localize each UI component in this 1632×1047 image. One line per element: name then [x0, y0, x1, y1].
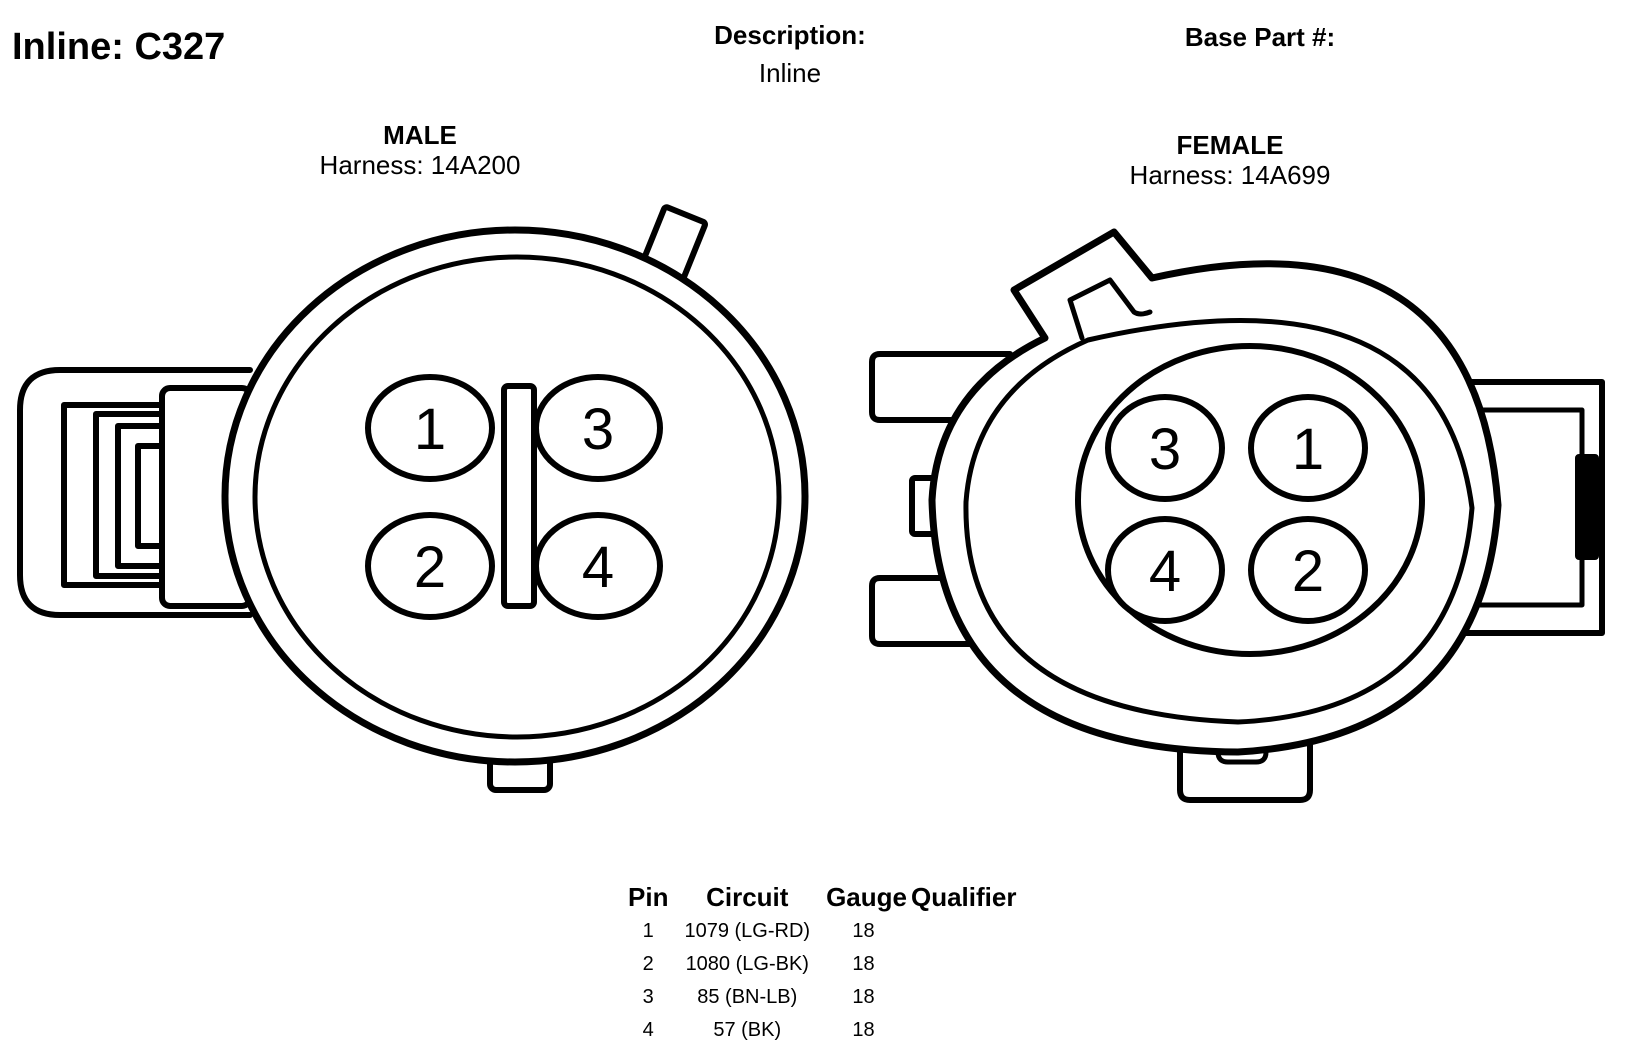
table-row: 2 1080 (LG-BK) 18 [620, 948, 1024, 981]
male-pin-1-number: 1 [414, 397, 446, 462]
male-connector [17, 204, 809, 793]
female-pin-4-number: 4 [1149, 539, 1181, 604]
base-part-label: Base Part #: [1184, 22, 1336, 52]
female-connector [869, 228, 1605, 803]
table-row: 1 1079 (LG-RD) 18 [620, 915, 1024, 948]
female-pin-2-number: 2 [1292, 539, 1324, 604]
gauge-cell: 18 [852, 920, 875, 942]
male-pin-4-number: 4 [582, 535, 614, 600]
qualifier-cell [909, 915, 1024, 948]
male-pin-3-number: 3 [582, 397, 614, 462]
table-row: 4 57 (BK) 18 [620, 1014, 1024, 1047]
qualifier-cell [909, 948, 1024, 981]
female-right-lock-bar [1575, 454, 1599, 560]
male-label: MALE [383, 120, 457, 150]
male-pin-2-number: 2 [414, 535, 446, 600]
female-pin-4-cavity [1105, 516, 1225, 624]
pin-table: Pin Circuit Gauge Qualifier 1 1079 (LG-R… [620, 882, 1024, 1047]
male-pin-4-cavity [533, 512, 663, 620]
circuit-cell: 85 (BN-LB) [697, 986, 798, 1008]
gauge-cell: 18 [852, 1019, 875, 1041]
circuit-cell: 57 (BK) [713, 1019, 782, 1041]
description-label: Description: [714, 20, 866, 50]
gauge-header: Gauge [826, 882, 907, 912]
male-center-divider [501, 383, 537, 609]
female-top-tab [1067, 277, 1153, 341]
circuit-cell: 1079 (LG-RD) [684, 920, 811, 942]
female-pin-1-number: 1 [1292, 417, 1324, 482]
pin-header: Pin [628, 882, 669, 912]
female-pin-3-number: 3 [1149, 417, 1181, 482]
female-label: FEMALE [1176, 130, 1284, 160]
circuit-cell: 1080 (LG-BK) [685, 953, 809, 975]
qualifier-cell [909, 1014, 1024, 1047]
gauge-cell: 18 [852, 986, 875, 1008]
female-pin-3-cavity [1105, 394, 1225, 502]
pin-table-header: Pin Circuit Gauge Qualifier [620, 882, 1024, 915]
male-pin-2-cavity [365, 512, 495, 620]
description-value: Inline [758, 58, 822, 88]
male-pin-3-cavity [533, 374, 663, 482]
circuit-header: Circuit [706, 882, 789, 912]
male-harness: Harness: 14A200 [319, 150, 521, 180]
page-title: Inline: C327 [12, 26, 226, 68]
table-row: 3 85 (BN-LB) 18 [620, 981, 1024, 1014]
pin-cell: 1 [642, 920, 654, 942]
gauge-cell: 18 [852, 953, 875, 975]
male-pin-1-cavity [365, 374, 495, 482]
female-pin-1-cavity [1248, 394, 1368, 502]
female-pin-2-cavity [1248, 516, 1368, 624]
qualifier-header: Qualifier [910, 882, 1017, 912]
qualifier-cell [909, 981, 1024, 1014]
pin-cell: 2 [642, 953, 654, 975]
female-harness: Harness: 14A699 [1129, 160, 1331, 190]
pin-cell: 4 [642, 1019, 654, 1041]
pin-cell: 3 [642, 986, 654, 1008]
